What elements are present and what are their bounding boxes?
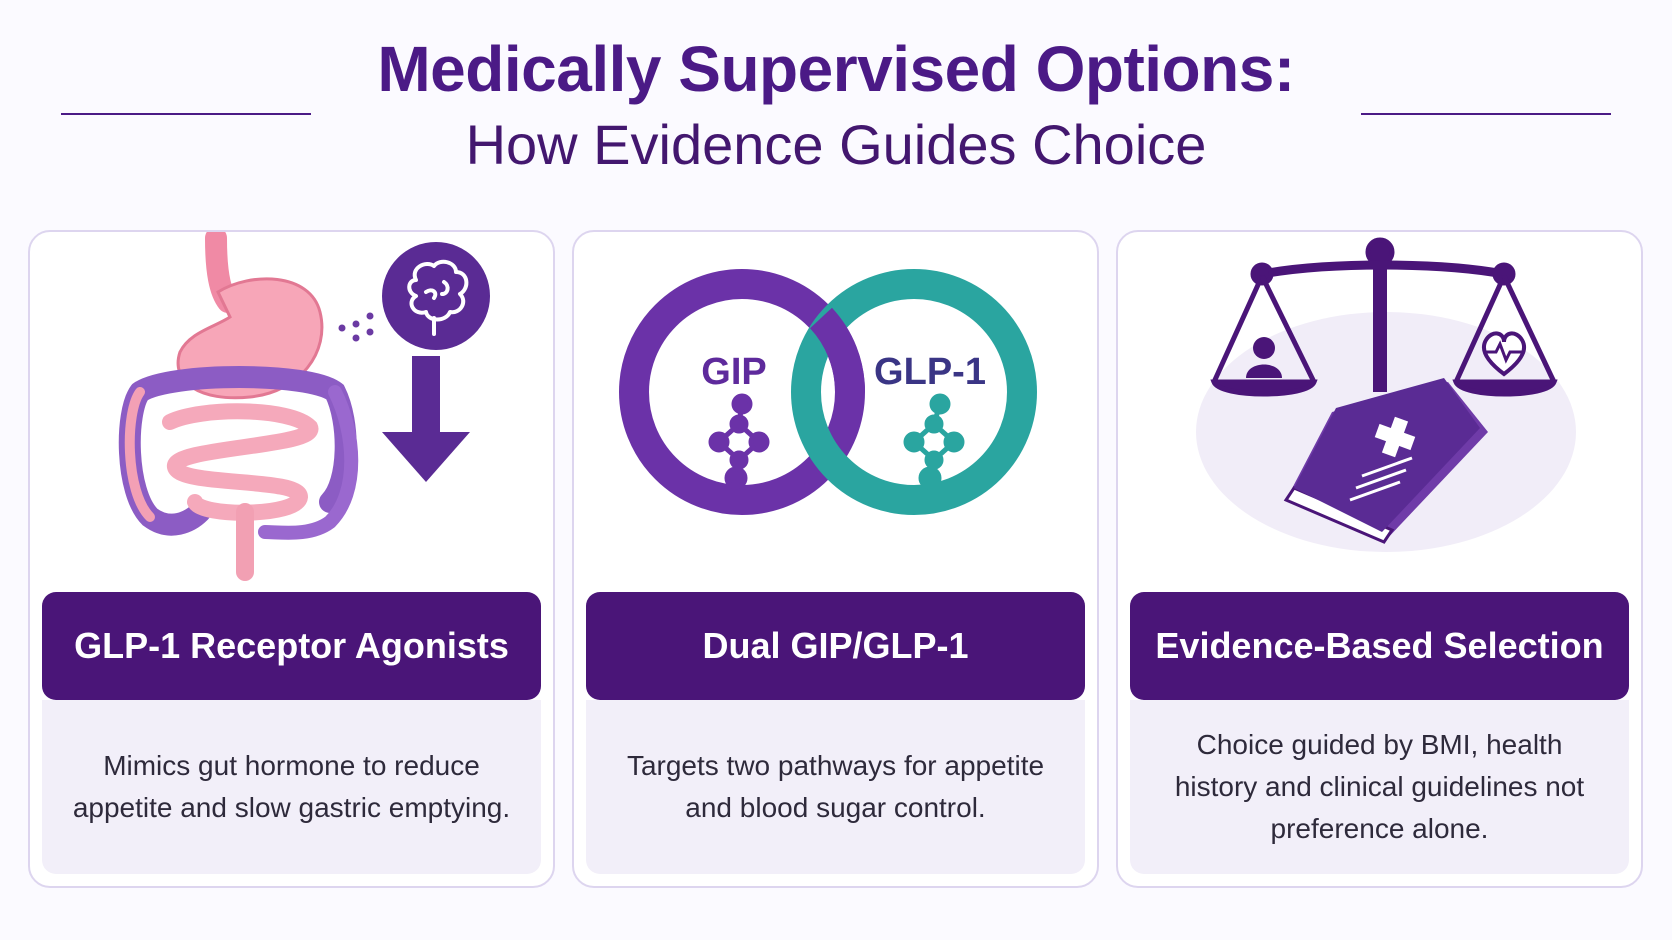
balance-scale-icon [1210, 237, 1558, 397]
digestive-illustration [118, 232, 490, 581]
title-rule-right [1361, 113, 1611, 115]
molecule-icon-left [708, 393, 770, 490]
card-desc-box-dual: Targets two pathways for appetite and bl… [586, 700, 1085, 874]
signal-dots [338, 312, 374, 342]
interlocking-rings-icon [619, 269, 1037, 515]
card-evidence-selection: Evidence-Based Selection Choice guided b… [1116, 230, 1643, 888]
arrow-down-icon [382, 356, 470, 482]
scale-and-book-illustration [1196, 237, 1576, 552]
molecule-icon-right [903, 393, 965, 490]
digestive-system-icon [118, 232, 359, 581]
person-icon [1246, 337, 1282, 378]
brain-icon [382, 242, 490, 350]
card-heading-evidence: Evidence-Based Selection [1130, 592, 1629, 700]
card-glp1-agonists: GLP-1 Receptor Agonists Mimics gut hormo… [28, 230, 555, 888]
title-main: Medically Supervised Options: [377, 33, 1295, 105]
medical-book-icon [1283, 378, 1488, 544]
card-description-glp1: Mimics gut hormone to reduce appetite an… [72, 750, 511, 823]
ring-label-glp1: GLP-1 [874, 351, 986, 393]
page-title: Medically Supervised Options: How Eviden… [0, 30, 1672, 180]
card-heading-glp1: GLP-1 Receptor Agonists [42, 592, 541, 700]
card-dual-agonist: GIP GLP-1 Dual GIP/GLP-1 Targets two pat… [572, 230, 1099, 888]
title-subtitle: How Evidence Guides Choice [465, 113, 1207, 176]
interlocking-rings-illustration: GIP GLP-1 [619, 269, 1037, 515]
title-rule-left [61, 113, 311, 115]
card-description-evidence: Choice guided by BMI, health history and… [1174, 729, 1585, 844]
card-desc-box-glp1: Mimics gut hormone to reduce appetite an… [42, 700, 541, 874]
card-heading-dual: Dual GIP/GLP-1 [586, 592, 1085, 700]
card-description-dual: Targets two pathways for appetite and bl… [626, 750, 1045, 823]
heart-pulse-icon [1482, 331, 1526, 377]
ring-label-gip: GIP [701, 351, 766, 393]
card-desc-box-evidence: Choice guided by BMI, health history and… [1130, 700, 1629, 874]
